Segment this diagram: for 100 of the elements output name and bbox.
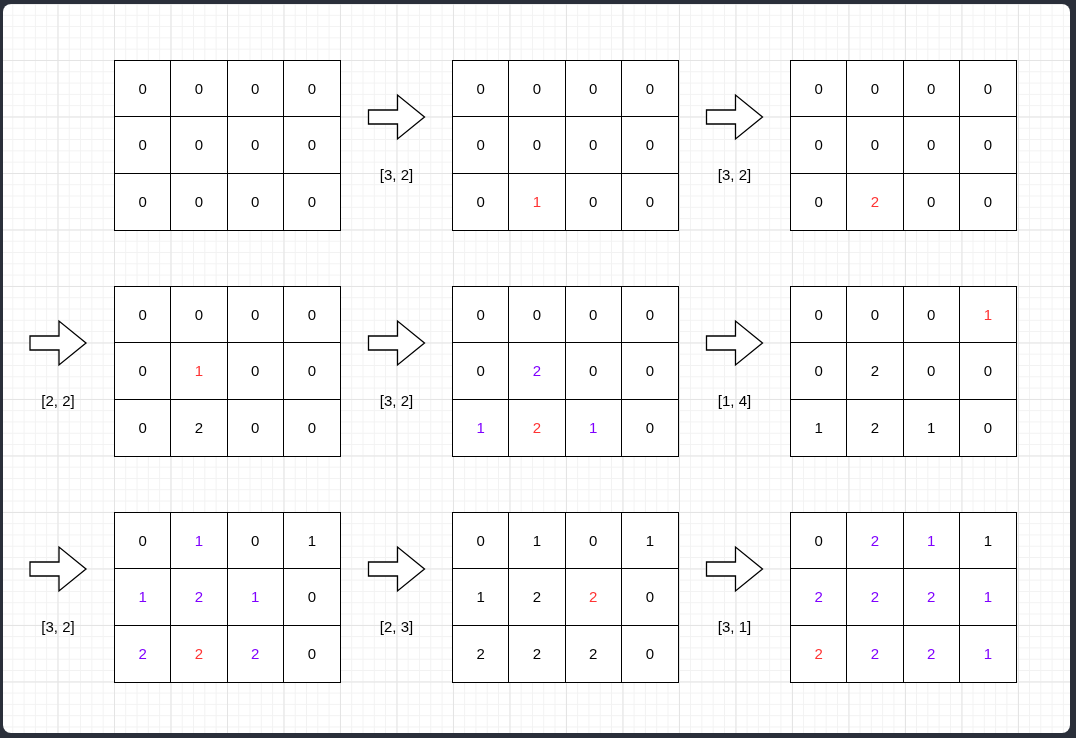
grid-cell: 2 [847, 173, 904, 230]
grid-cell-text: 0 [982, 192, 994, 213]
edge-label: [2, 3] [379, 618, 414, 636]
grid-cell-text: 0 [644, 418, 656, 439]
grid-cell: 0 [227, 61, 284, 118]
grid-cell: 0 [791, 343, 848, 400]
grid-cell: 2 [903, 625, 960, 682]
grid-cell: 0 [453, 343, 510, 400]
grid-cell: 0 [621, 287, 678, 344]
grid-cell: 0 [453, 117, 510, 174]
grid-cell: 0 [227, 399, 284, 456]
grid-cell: 1 [959, 569, 1016, 626]
grid-cell: 1 [453, 569, 510, 626]
grid-cell: 2 [565, 625, 622, 682]
number-grid [790, 512, 1017, 683]
grid-cell: 0 [621, 61, 678, 118]
grid-cell: 2 [453, 625, 510, 682]
grid-cell: 1 [283, 513, 340, 570]
grid-cell: 2 [171, 569, 228, 626]
grid-cell: 0 [565, 513, 622, 570]
grid-cell: 0 [959, 61, 1016, 118]
grid-cell-text: 0 [644, 644, 656, 665]
grid-cell: 0 [171, 117, 228, 174]
number-grid [114, 512, 341, 683]
number-grid [790, 286, 1017, 457]
grid-cell: 0 [791, 61, 848, 118]
number-grid [452, 286, 679, 457]
grid-cell: 0 [227, 117, 284, 174]
grid-cell: 0 [171, 61, 228, 118]
grid-cell: 1 [171, 343, 228, 400]
edge-label: [3, 2] [717, 166, 752, 184]
number-grid [452, 60, 679, 231]
edge-label: [2, 2] [41, 392, 75, 410]
grid-cell-text: 1 [982, 644, 994, 665]
block-arrow [367, 319, 426, 367]
grid-cell: 0 [565, 287, 622, 344]
grid-cell: 0 [621, 569, 678, 626]
grid-cell: 0 [791, 173, 848, 230]
grid-cell: 1 [903, 513, 960, 570]
grid-cell: 1 [227, 569, 284, 626]
grid-cell: 0 [791, 287, 848, 344]
grid-cell-text: 0 [306, 644, 318, 665]
grid-cell: 0 [115, 117, 172, 174]
grid-cell: 2 [847, 399, 904, 456]
grid-cell-text: 0 [982, 418, 994, 439]
block-arrow [29, 319, 88, 367]
grid-cell: 0 [847, 61, 904, 118]
number-grid [790, 60, 1017, 231]
grid-cell: 2 [171, 625, 228, 682]
grid-cell: 0 [115, 173, 172, 230]
edge-label: [3, 2] [379, 166, 414, 184]
grid-cell: 2 [509, 343, 566, 400]
grid-cell: 1 [565, 399, 622, 456]
grid-cell-text: 0 [306, 418, 318, 439]
grid-cell: 1 [959, 287, 1016, 344]
grid-cell: 0 [171, 173, 228, 230]
grid-cell: 2 [115, 625, 172, 682]
grid-cell: 1 [903, 399, 960, 456]
grid-cell: 0 [227, 343, 284, 400]
grid-cell: 0 [903, 287, 960, 344]
grid-cell: 0 [565, 173, 622, 230]
edge-label: [3, 2] [41, 618, 75, 636]
grid-cell: 0 [903, 173, 960, 230]
grid-cell: 1 [621, 513, 678, 570]
grid-cell: 0 [283, 117, 340, 174]
grid-cell: 0 [903, 61, 960, 118]
grid-cell: 0 [509, 117, 566, 174]
grid-cell: 2 [171, 399, 228, 456]
grid-cell: 1 [509, 513, 566, 570]
grid-cell: 0 [115, 513, 172, 570]
grid-cell: 2 [509, 399, 566, 456]
grid-cell: 0 [959, 343, 1016, 400]
grid-cell: 0 [227, 173, 284, 230]
grid-cell: 0 [115, 287, 172, 344]
grid-cell: 0 [453, 173, 510, 230]
grid-cell-text: 0 [306, 192, 318, 213]
grid-cell: 0 [227, 513, 284, 570]
grid-cell: 0 [171, 287, 228, 344]
grid-cell: 1 [453, 399, 510, 456]
grid-cell: 0 [283, 61, 340, 118]
block-arrow [705, 319, 764, 367]
grid-cell: 0 [565, 117, 622, 174]
grid-cell: 1 [171, 513, 228, 570]
grid-cell: 0 [115, 61, 172, 118]
grid-cell: 0 [509, 287, 566, 344]
grid-cell: 2 [565, 569, 622, 626]
grid-cell: 0 [453, 513, 510, 570]
grid-cell: 2 [847, 513, 904, 570]
grid-cell: 2 [791, 625, 848, 682]
grid-cell: 2 [847, 569, 904, 626]
grid-cell: 0 [847, 287, 904, 344]
block-arrow [29, 545, 88, 593]
grid-cell: 0 [283, 287, 340, 344]
edge-label: [3, 2] [379, 392, 414, 410]
block-arrow [367, 545, 426, 593]
grid-cell: 1 [959, 513, 1016, 570]
grid-cell: 0 [621, 117, 678, 174]
block-arrow [705, 545, 764, 593]
grid-cell: 0 [565, 61, 622, 118]
grid-cell: 0 [283, 569, 340, 626]
